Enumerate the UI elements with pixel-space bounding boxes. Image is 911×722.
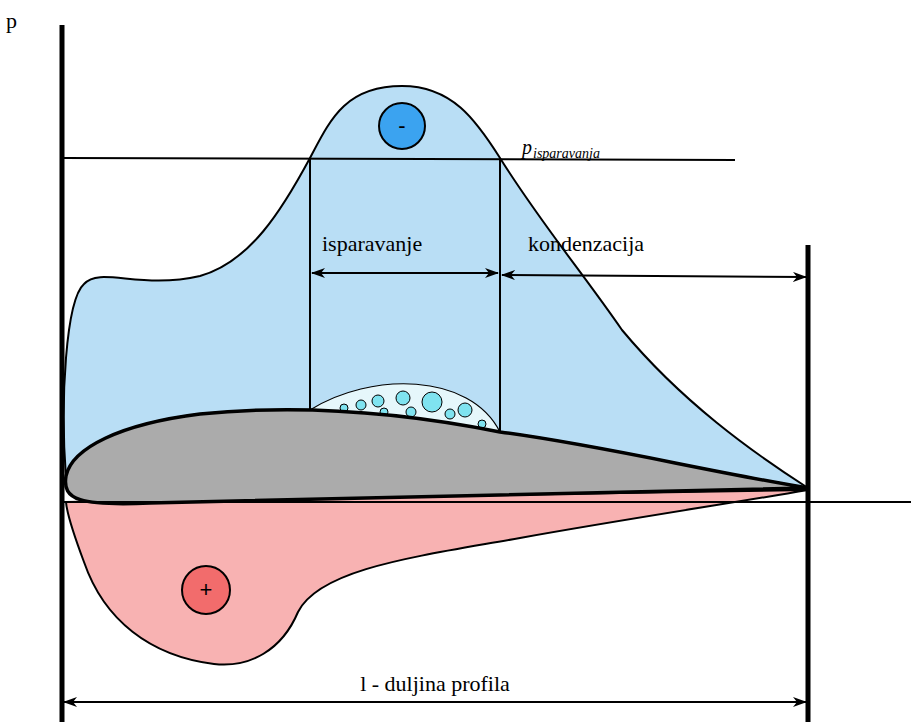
dimension-label: l - duljina profila xyxy=(360,673,510,695)
sign-circle: - xyxy=(378,102,426,150)
sign-text: + xyxy=(200,579,213,601)
sign-text: - xyxy=(398,115,405,137)
region-label: kondenzacija xyxy=(528,233,644,255)
region-label: isparavanje xyxy=(322,233,422,255)
pressure-symbol: p xyxy=(522,137,532,157)
axis-label: p xyxy=(6,10,17,32)
pressure-subscript: isparavanja xyxy=(533,147,600,161)
sign-circle: + xyxy=(181,565,231,615)
